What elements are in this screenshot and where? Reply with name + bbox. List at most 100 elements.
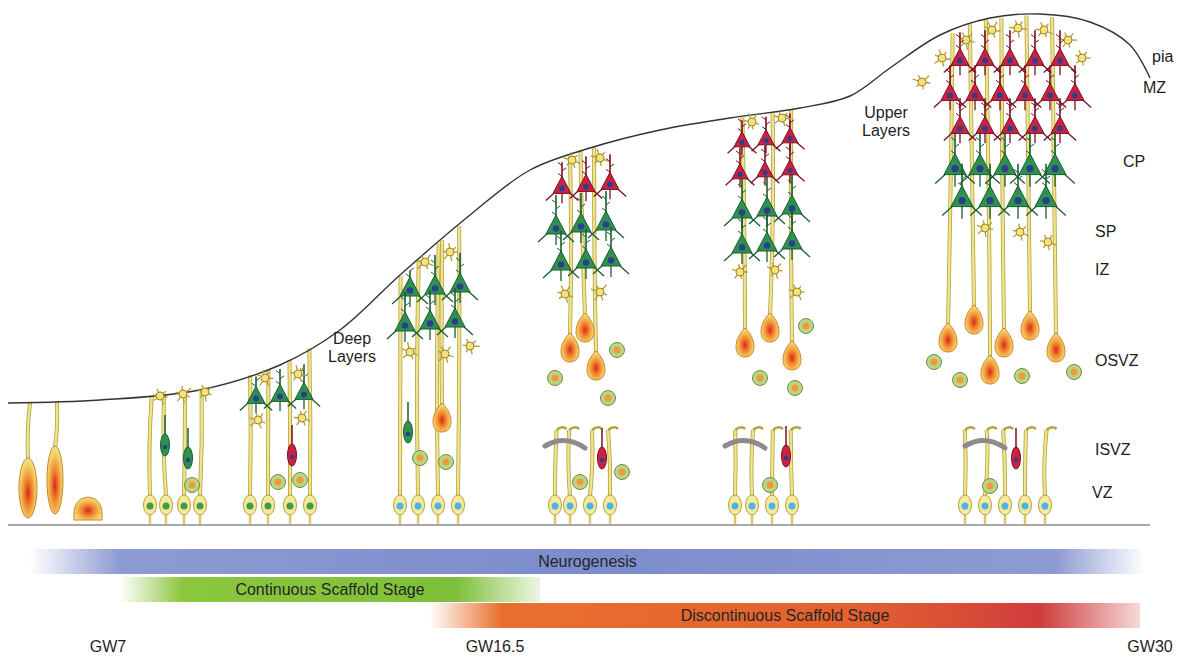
dendrite-spine (792, 221, 796, 224)
dendrite-spine (786, 157, 790, 160)
basal-dendrites (726, 178, 755, 188)
neuron-nucleus (947, 92, 953, 98)
glia-nucleus (163, 503, 170, 510)
dendrite-spine (960, 40, 964, 43)
progenitor-nucleus (417, 455, 424, 462)
neuron-nucleus (407, 287, 414, 294)
dendrite-spine (788, 215, 792, 218)
radial-fiber-outline (1044, 430, 1046, 496)
upper-layer-neuron (1001, 48, 1019, 65)
dendrite-spine (405, 303, 409, 306)
dendrite-spine (577, 198, 581, 201)
glia-nucleus (607, 503, 614, 510)
ventricular-radial-glia (144, 495, 157, 515)
progenitor-nucleus (1019, 373, 1026, 380)
dendrite-spine (426, 307, 430, 310)
dendrite-spine (1035, 108, 1039, 111)
deep-layer-neuron (395, 312, 415, 331)
neuron-nucleus (452, 318, 459, 325)
star-cell (294, 370, 302, 378)
glia-nucleus (1002, 503, 1009, 510)
surface-layer (8, 14, 1150, 525)
leading-process (187, 428, 189, 448)
dendrite-spine (577, 210, 581, 213)
dendrite-spine (763, 182, 767, 185)
dendrite-spine (1031, 113, 1035, 116)
radial-fiber-outline (590, 430, 592, 496)
dendrite-spine (1075, 75, 1079, 78)
region-label: OSVZ (1095, 352, 1139, 370)
neuroepithelial-cell (19, 458, 37, 518)
dendrite-spine (738, 219, 742, 222)
dendrite-spine (406, 274, 410, 277)
neuron-nucleus (427, 320, 434, 327)
basal-dendrites (1035, 174, 1075, 187)
upper-layer-neuron (1051, 116, 1069, 133)
upper-layer-neuron (1016, 83, 1034, 100)
intermediate-progenitor (788, 381, 803, 396)
outer-radial-glia (433, 403, 451, 432)
upper-layer-neuron (1001, 116, 1019, 133)
glia-nucleus (552, 503, 559, 510)
star-cell (771, 266, 779, 274)
neuron-nucleus (763, 138, 768, 143)
glia-nucleus (181, 503, 188, 510)
ventricular-radial-glia (284, 495, 297, 515)
glia-nucleus (197, 503, 204, 510)
star-cell (1078, 54, 1086, 62)
dendrite-spine (1005, 144, 1009, 147)
dendrite-spine (788, 180, 792, 183)
dendrite-spine (981, 35, 985, 38)
radial-fiber (309, 349, 310, 497)
blood-vessel (725, 440, 765, 448)
dendrite-spine (1056, 45, 1060, 48)
intermediate-progenitor (271, 475, 286, 490)
dendrite-spine (1035, 40, 1039, 43)
region-label: GW7 (90, 638, 126, 656)
dendrite-spine (602, 196, 606, 199)
dendrite-spine (763, 229, 767, 232)
upper-layer-neuron (991, 83, 1009, 100)
ventricular-radial-glia (244, 495, 257, 515)
radial-fiber-outline (440, 240, 445, 406)
neuron-nucleus (1072, 92, 1078, 98)
basal-dendrites (437, 326, 473, 338)
star-cell (201, 388, 209, 396)
upper-layer-neuron (1026, 48, 1044, 65)
dendrite-spine (1006, 45, 1010, 48)
glia-nucleus (567, 503, 574, 510)
dendrite-spine (736, 151, 740, 154)
outer-radial-glia (981, 355, 999, 384)
dendrite-spine (971, 80, 975, 83)
dendrite-spine (1042, 170, 1046, 173)
dendrite-spine (956, 45, 960, 48)
dendrite-spine (581, 204, 585, 207)
star-cell (254, 416, 262, 424)
region-label: SP (1095, 223, 1116, 241)
intermediate-progenitor (548, 371, 563, 386)
dendrite-spine (738, 119, 742, 122)
region-label: IZ (1095, 261, 1109, 279)
radial-fiber (288, 360, 291, 496)
radial-fiber-outline (1023, 430, 1028, 496)
deep-layer-neuron (1007, 186, 1029, 207)
neuron-nucleus (1057, 125, 1063, 131)
deep-layer-neuron (1019, 154, 1041, 175)
radial-fiber (1044, 430, 1046, 496)
neuron-nucleus (1051, 165, 1058, 172)
dendrite-spine (1046, 80, 1050, 83)
band-label: Continuous Scaffold Stage (235, 581, 424, 598)
dendrite-spine (1018, 176, 1022, 179)
basal-dendrites (546, 193, 578, 204)
dendrite-spine (786, 115, 790, 118)
dendrite-spine (976, 138, 980, 141)
neuron-nucleus (1014, 197, 1021, 204)
dendrite-spine (582, 234, 586, 237)
dendrite-spine (1006, 35, 1010, 38)
fiber-end (608, 427, 618, 430)
intermediate-progenitor (763, 478, 778, 493)
basal-dendrites (1059, 100, 1091, 111)
outer-radial-glia (736, 328, 754, 357)
glia-nucleus (247, 503, 254, 510)
dendrite-spine (1010, 40, 1014, 43)
